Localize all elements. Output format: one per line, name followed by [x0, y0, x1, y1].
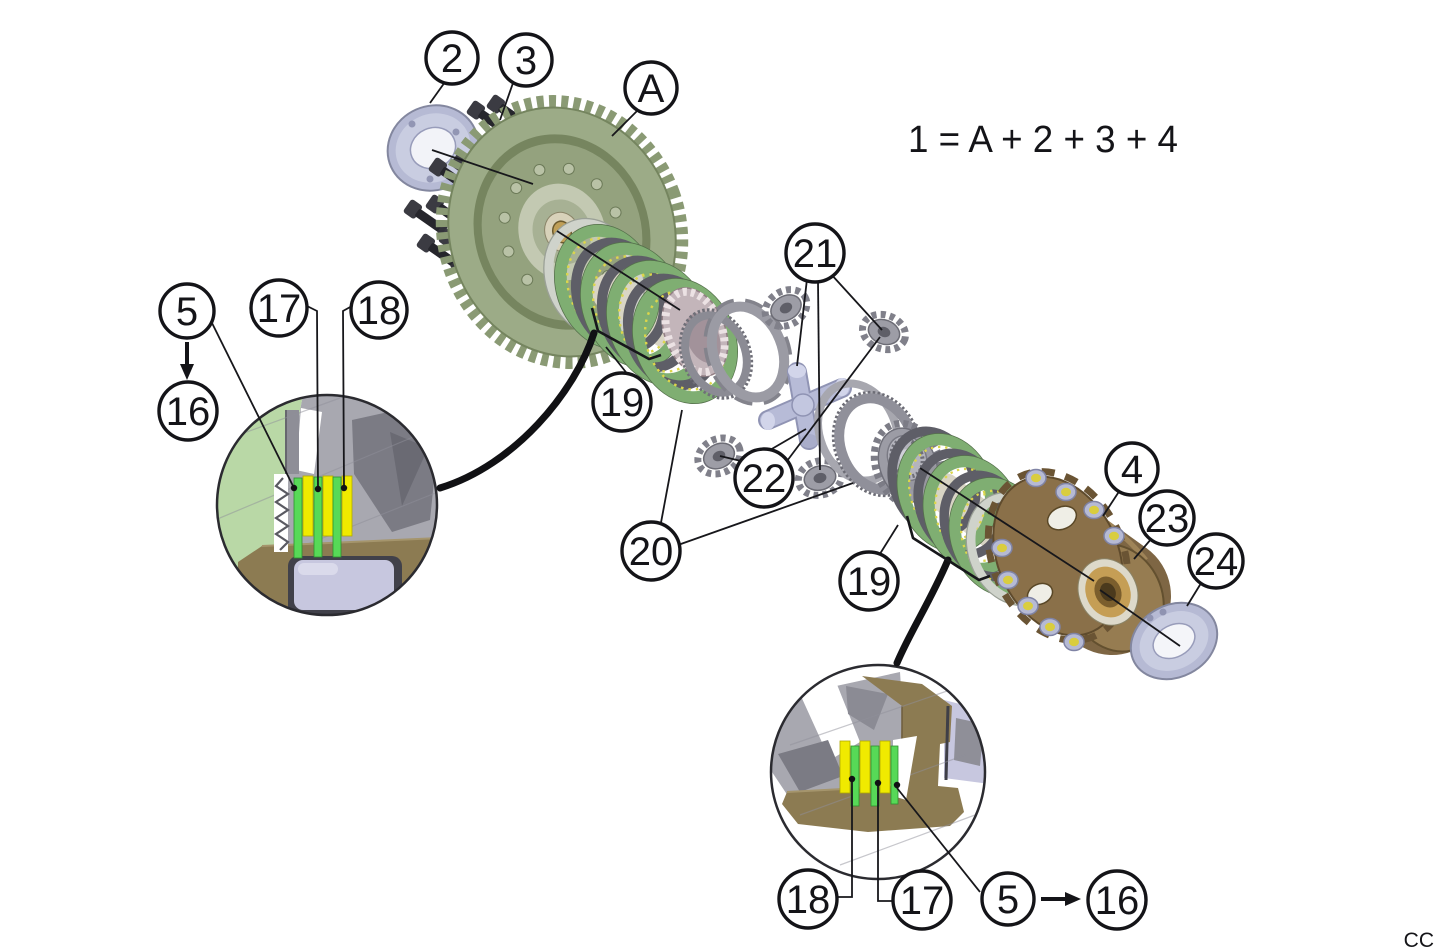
detail-view-bottom — [769, 663, 987, 881]
clutch-pack-bracket-right — [905, 515, 991, 582]
callout-3: 3 — [498, 32, 554, 88]
detail-view-left — [215, 393, 439, 617]
clutch-plates-section-left — [293, 475, 353, 559]
callout-23: 23 — [1138, 489, 1196, 547]
callout-20-label: 20 — [629, 530, 674, 574]
callout-16-left: 16 — [157, 380, 219, 442]
callout-20: 20 — [620, 520, 682, 582]
callout-18-bottom-label: 18 — [786, 878, 831, 922]
callout-2-label: 2 — [441, 37, 463, 81]
callout-17-bottom-label: 17 — [900, 879, 945, 923]
preload-spring — [274, 477, 290, 551]
callout-5-left-label: 5 — [176, 290, 198, 334]
callout-5-bottom: 5 — [980, 871, 1036, 927]
callout-16-bottom: 16 — [1086, 869, 1148, 931]
callout-18-left: 18 — [349, 280, 409, 340]
callout-23-label: 23 — [1145, 497, 1190, 541]
callout-17-bottom: 17 — [891, 869, 953, 931]
callout-5-bottom-label: 5 — [997, 878, 1019, 922]
callout-17-left: 17 — [249, 278, 309, 338]
callout-22: 22 — [733, 447, 795, 509]
callout-18-left-label: 18 — [357, 289, 402, 333]
clutch-pack-bracket-left — [590, 307, 662, 361]
pinion-gear-right — [858, 309, 911, 356]
callout-4-label: 4 — [1121, 448, 1143, 492]
assembly-equation: 1 = A + 2 + 3 + 4 — [908, 119, 1178, 161]
callout-21-label: 21 — [793, 232, 838, 276]
clutch-plates-section-bottom — [839, 740, 899, 807]
callout-19-left: 19 — [591, 371, 653, 433]
callout-2: 2 — [424, 30, 480, 86]
callout-16-bottom-label: 16 — [1095, 879, 1140, 923]
callout-22-label: 22 — [742, 457, 787, 501]
callout-A-label: A — [638, 67, 665, 111]
callout-19-left-label: 19 — [600, 381, 645, 425]
section-curve-left — [436, 329, 598, 492]
section-curve-right — [893, 556, 952, 667]
callout-21: 21 — [784, 222, 846, 284]
cam-ring-left — [703, 298, 793, 406]
callout-3-label: 3 — [515, 39, 537, 83]
callout-16-left-label: 16 — [166, 390, 211, 434]
license-watermark: CC — [1404, 929, 1434, 952]
callout-5-left: 5 — [158, 282, 216, 340]
callout-4: 4 — [1104, 441, 1160, 497]
arrow-right-icon — [1041, 892, 1081, 906]
callout-A: A — [623, 60, 679, 116]
callout-17-left-label: 17 — [257, 287, 302, 331]
leader-lines — [210, 81, 1204, 902]
callout-24: 24 — [1187, 532, 1245, 590]
arrow-down-icon — [180, 342, 194, 380]
callout-19-right: 19 — [838, 550, 900, 612]
callout-19-right-label: 19 — [847, 560, 892, 604]
callout-24-label: 24 — [1194, 540, 1239, 584]
callout-18-bottom: 18 — [777, 868, 839, 930]
